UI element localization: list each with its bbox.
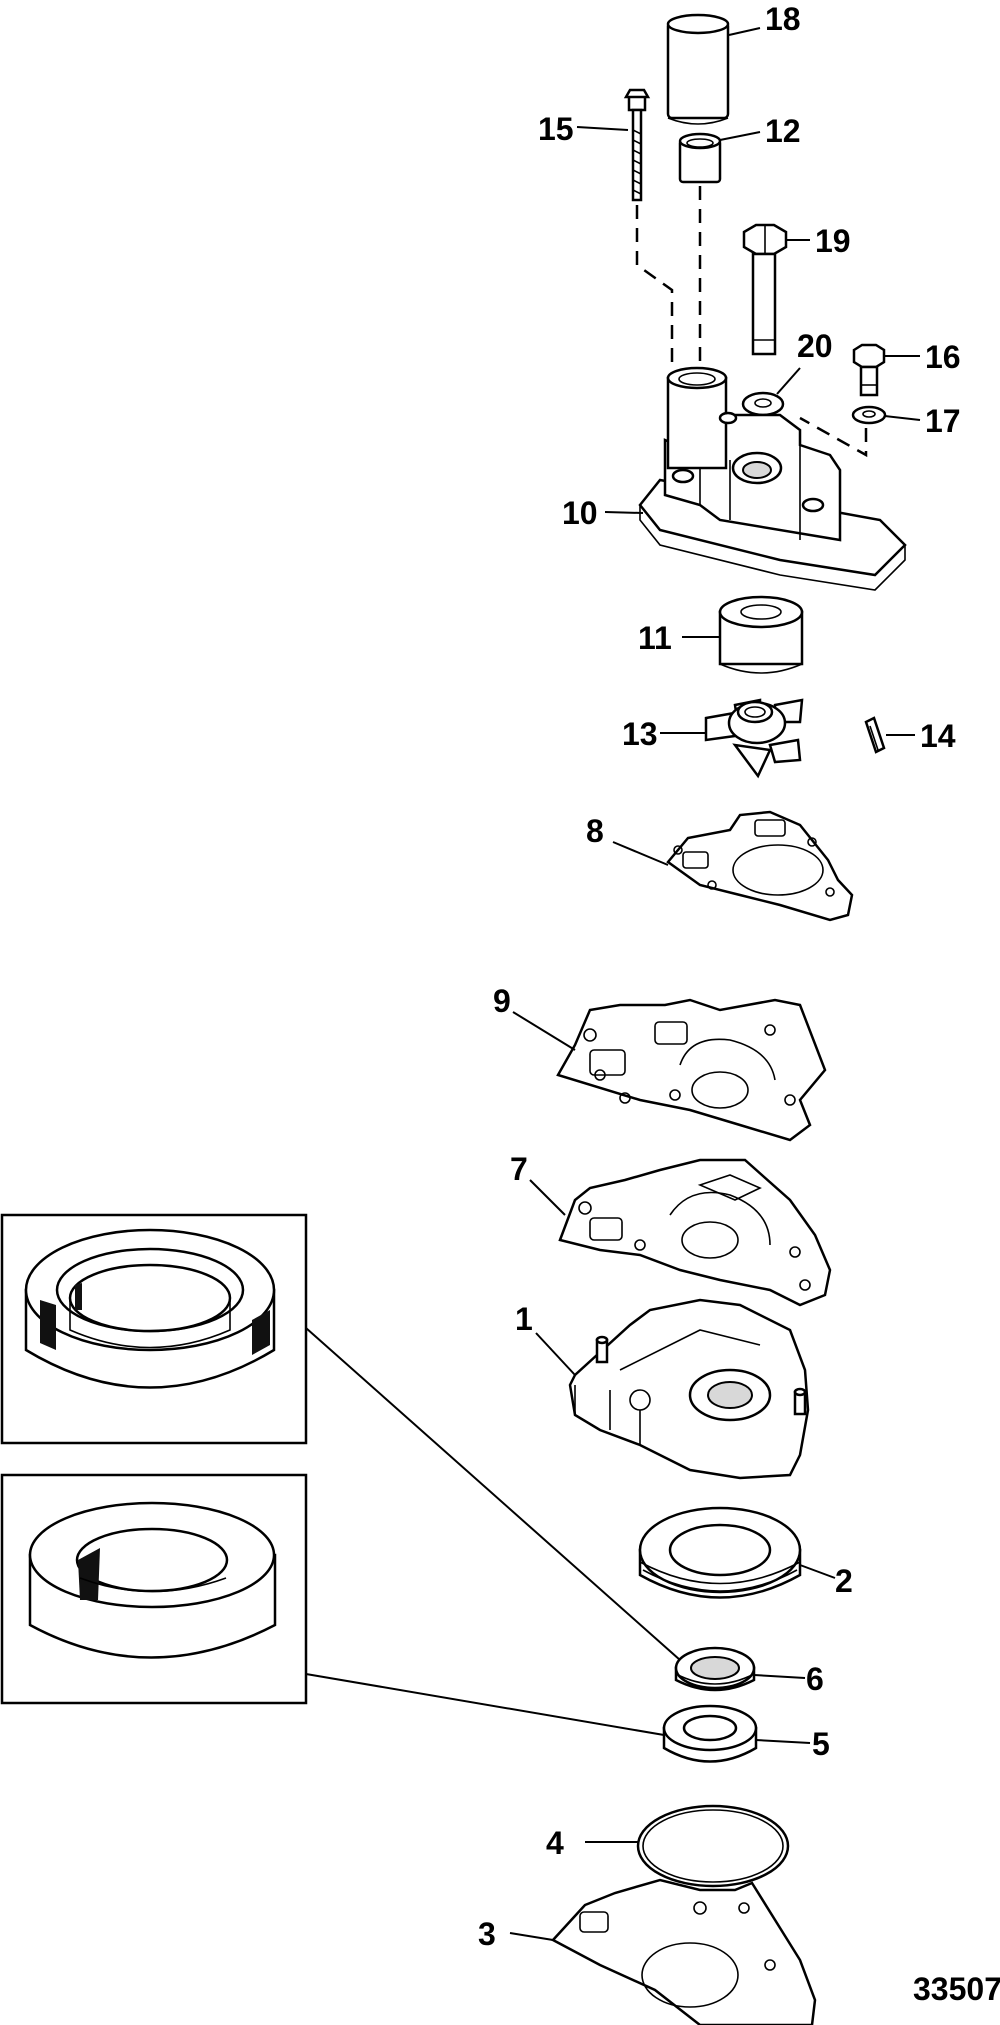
detail-inset-bearing xyxy=(0,1473,308,1705)
callout-1: 1 xyxy=(515,1301,533,1337)
callout-17: 17 xyxy=(925,403,961,439)
part-2-ring-seal xyxy=(638,1506,802,1599)
callout-9: 9 xyxy=(493,983,511,1019)
part-14-key xyxy=(864,716,886,754)
callout-13: 13 xyxy=(622,716,658,752)
part-7-plate xyxy=(558,1158,832,1307)
callout-20: 20 xyxy=(797,328,833,364)
part-4-o-ring xyxy=(636,1804,790,1888)
part-12-insert xyxy=(678,132,722,184)
callout-11: 11 xyxy=(638,620,672,656)
part-1-pump-base xyxy=(568,1298,810,1480)
part-9-plate xyxy=(556,998,827,1142)
part-20-washer xyxy=(741,391,785,417)
callout-16: 16 xyxy=(925,339,961,375)
callout-8: 8 xyxy=(586,813,604,849)
detail-inset-seal xyxy=(0,1213,308,1445)
callout-19: 19 xyxy=(815,223,851,259)
part-6-seal xyxy=(674,1646,756,1692)
part-3-gasket xyxy=(550,1878,817,2025)
figure-id: 33507 xyxy=(913,1971,1000,2007)
part-8-gasket xyxy=(666,810,854,922)
callout-10: 10 xyxy=(562,495,598,531)
part-11-cup-insert xyxy=(718,595,804,674)
callout-14: 14 xyxy=(920,718,956,754)
callout-2: 2 xyxy=(835,1563,853,1599)
callout-7: 7 xyxy=(510,1151,528,1187)
part-13-impeller xyxy=(704,698,804,779)
callout-18: 18 xyxy=(765,1,801,37)
callout-12: 12 xyxy=(765,113,801,149)
callout-6: 6 xyxy=(806,1661,824,1697)
callout-5: 5 xyxy=(812,1726,830,1762)
part-19-hex-bolt xyxy=(742,223,788,356)
callout-3: 3 xyxy=(478,1916,496,1952)
callout-4: 4 xyxy=(546,1825,564,1861)
callout-15: 15 xyxy=(538,111,574,147)
part-5-bearing xyxy=(662,1704,758,1763)
part-17-small-washer xyxy=(851,405,887,425)
part-15-bolt xyxy=(623,88,651,202)
part-18-sleeve xyxy=(666,13,730,125)
part-16-small-bolt xyxy=(852,343,886,397)
part-10-pump-housing xyxy=(638,366,907,591)
